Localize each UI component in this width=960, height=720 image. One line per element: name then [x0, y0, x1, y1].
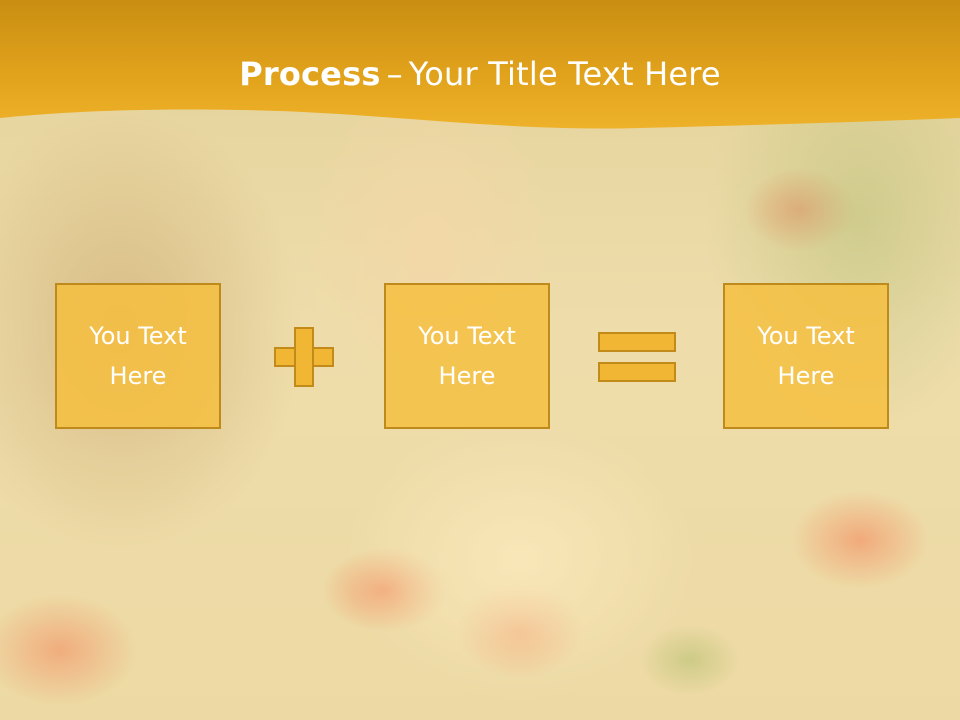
- process-box-3[interactable]: You Text Here: [723, 283, 889, 429]
- process-box-1-text: You Text Here: [89, 322, 187, 390]
- title-separator: –: [386, 55, 403, 93]
- process-box-1[interactable]: You Text Here: [55, 283, 221, 429]
- process-box-2[interactable]: You Text Here: [384, 283, 550, 429]
- process-box-2-text: You Text Here: [418, 322, 516, 390]
- slide-title: Process–Your Title Text Here: [0, 52, 960, 96]
- process-box-3-text: You Text Here: [757, 322, 855, 390]
- equals-icon: [598, 332, 676, 384]
- title-text: Your Title Text Here: [408, 55, 721, 93]
- plus-icon: [274, 327, 334, 387]
- title-banner: [0, 0, 960, 129]
- title-bold: Process: [239, 55, 381, 93]
